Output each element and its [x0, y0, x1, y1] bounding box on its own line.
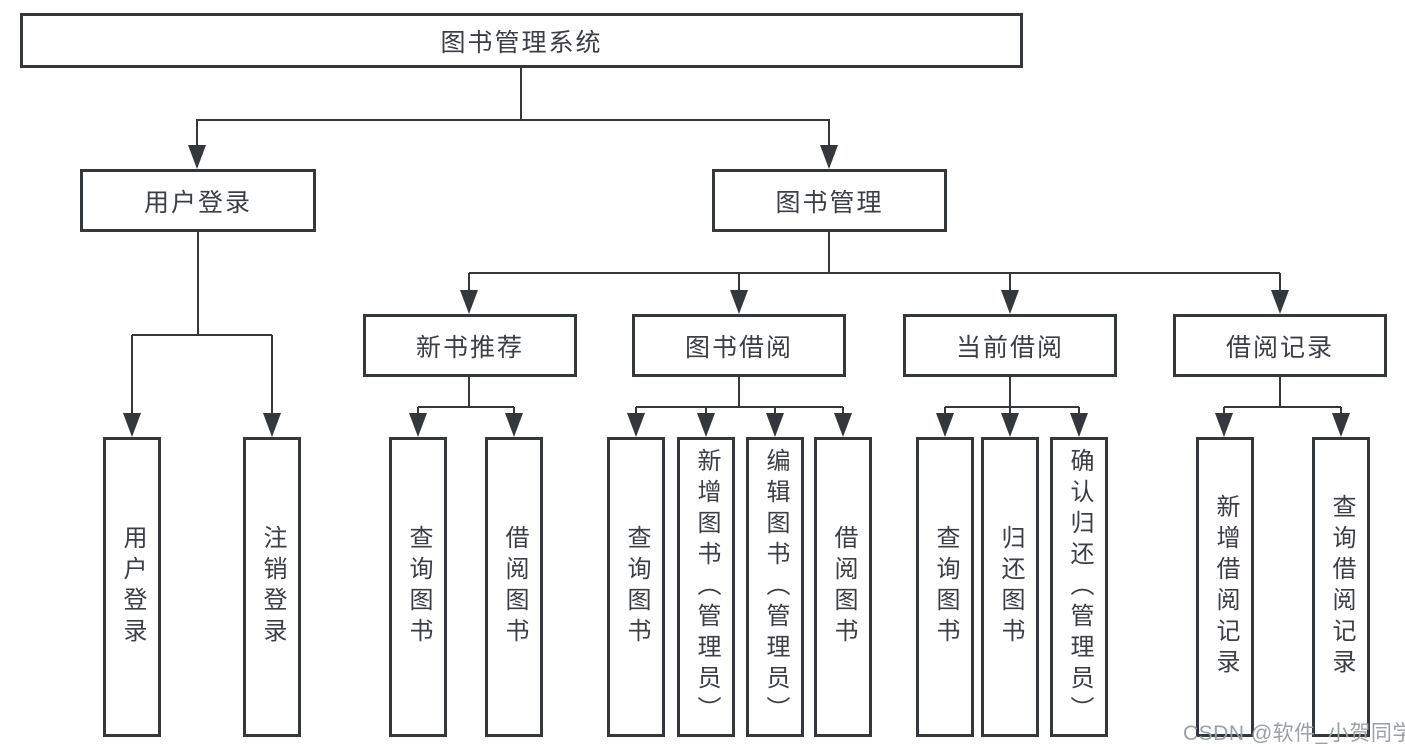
leaf-add-borrow-record: 新增借阅记录	[1196, 437, 1254, 737]
leaf-edit-books-admin-label: 编辑图书（管理员）	[762, 447, 789, 727]
leaf-query-books-recommendation-label: 查询图书	[405, 525, 432, 649]
node-new-book-recommendation: 新书推荐	[363, 314, 577, 377]
csdn-watermark: CSDN @软件_小贺同学	[1183, 722, 1405, 745]
leaf-add-borrow-record-label: 新增借阅记录	[1212, 494, 1239, 680]
leaf-borrow-books-recommendation: 借阅图书	[485, 437, 543, 737]
leaf-return-books-label: 归还图书	[997, 525, 1024, 649]
leaf-edit-books-admin: 编辑图书（管理员）	[746, 437, 804, 737]
node-book-management: 图书管理	[712, 169, 947, 232]
node-book-borrowing: 图书借阅	[632, 314, 846, 377]
node-current-borrowing: 当前借阅	[903, 314, 1117, 377]
node-library-management-system: 图书管理系统	[20, 13, 1023, 68]
node-user-login: 用户登录	[80, 169, 316, 232]
leaf-query-borrow-record-label: 查询借阅记录	[1328, 494, 1355, 680]
leaf-query-borrow-record: 查询借阅记录	[1312, 437, 1370, 737]
leaf-confirm-return-admin-label: 确认归还（管理员）	[1066, 447, 1093, 727]
leaf-add-books-admin-label: 新增图书（管理员）	[693, 447, 720, 727]
leaf-query-books-recommendation: 查询图书	[389, 437, 447, 737]
leaf-return-books: 归还图书	[981, 437, 1039, 737]
leaf-logout-label: 注销登录	[259, 525, 286, 649]
leaf-borrow-books-label: 借阅图书	[830, 525, 857, 649]
leaf-query-books-current: 查询图书	[916, 437, 974, 737]
node-borrowing-records: 借阅记录	[1173, 314, 1387, 377]
leaf-confirm-return-admin: 确认归还（管理员）	[1050, 437, 1108, 737]
leaf-user-login: 用户登录	[103, 437, 161, 737]
leaf-query-books-current-label: 查询图书	[932, 525, 959, 649]
leaf-add-books-admin: 新增图书（管理员）	[677, 437, 735, 737]
leaf-borrow-books-recommendation-label: 借阅图书	[501, 525, 528, 649]
leaf-user-login-label: 用户登录	[119, 525, 146, 649]
leaf-query-books-borrowing-label: 查询图书	[623, 525, 650, 649]
leaf-query-books-borrowing: 查询图书	[607, 437, 665, 737]
leaf-logout: 注销登录	[243, 437, 301, 737]
leaf-borrow-books: 借阅图书	[814, 437, 872, 737]
